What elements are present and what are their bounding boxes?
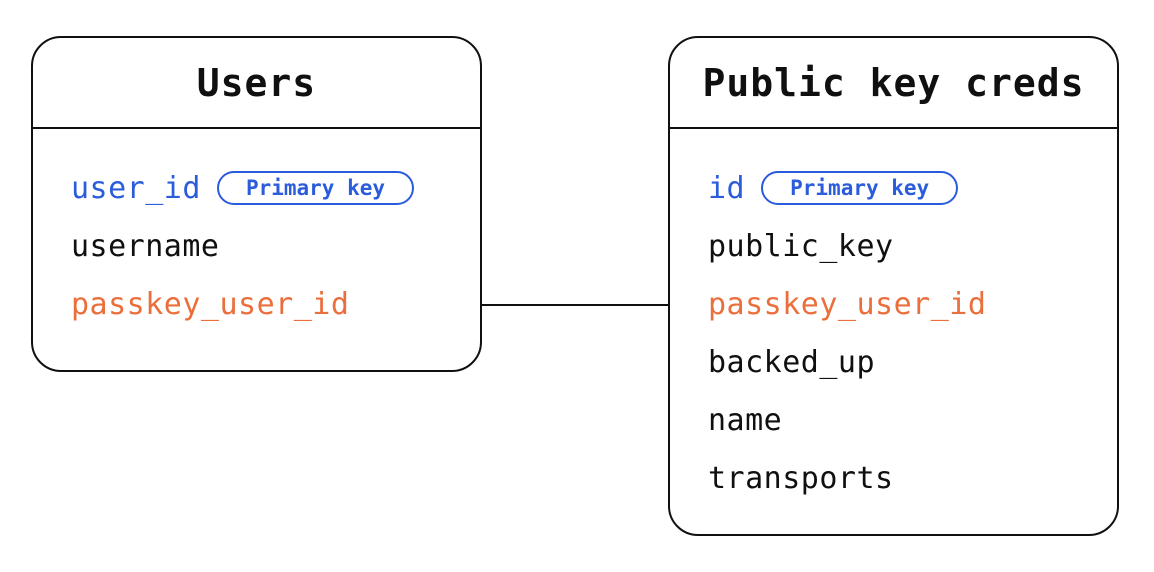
field-name: passkey_user_id <box>71 286 350 322</box>
field-name: backed_up <box>708 344 876 380</box>
field-row-backed-up: backed_up <box>708 333 1117 391</box>
field-row-transports: transports <box>708 449 1117 507</box>
field-row-passkey-user-id: passkey_user_id <box>71 275 480 333</box>
field-row-name: name <box>708 391 1117 449</box>
field-row-username: username <box>71 217 480 275</box>
field-name: name <box>708 402 783 438</box>
field-row-id: id Primary key <box>708 159 1117 217</box>
field-name: id <box>708 170 746 206</box>
table-creds-header: Public key creds <box>670 38 1117 129</box>
field-name: public_key <box>708 228 894 264</box>
primary-key-badge: Primary key <box>761 171 959 205</box>
field-name: passkey_user_id <box>708 286 987 322</box>
table-creds-body: id Primary key public_key passkey_user_i… <box>670 129 1117 507</box>
primary-key-badge: Primary key <box>216 171 415 205</box>
field-name: username <box>71 228 220 264</box>
table-card-users: Users user_id Primary key username passk… <box>31 36 482 372</box>
field-row-passkey-user-id: passkey_user_id <box>708 275 1117 333</box>
field-name: user_id <box>71 170 201 206</box>
table-users-header: Users <box>33 38 480 129</box>
table-card-public-key-creds: Public key creds id Primary key public_k… <box>668 36 1119 536</box>
table-title: Users <box>196 60 317 105</box>
relationship-line <box>482 304 668 306</box>
table-users-body: user_id Primary key username passkey_use… <box>33 129 480 333</box>
field-name: transports <box>708 460 894 496</box>
field-row-user-id: user_id Primary key <box>71 159 480 217</box>
table-title: Public key creds <box>702 60 1085 105</box>
field-row-public-key: public_key <box>708 217 1117 275</box>
